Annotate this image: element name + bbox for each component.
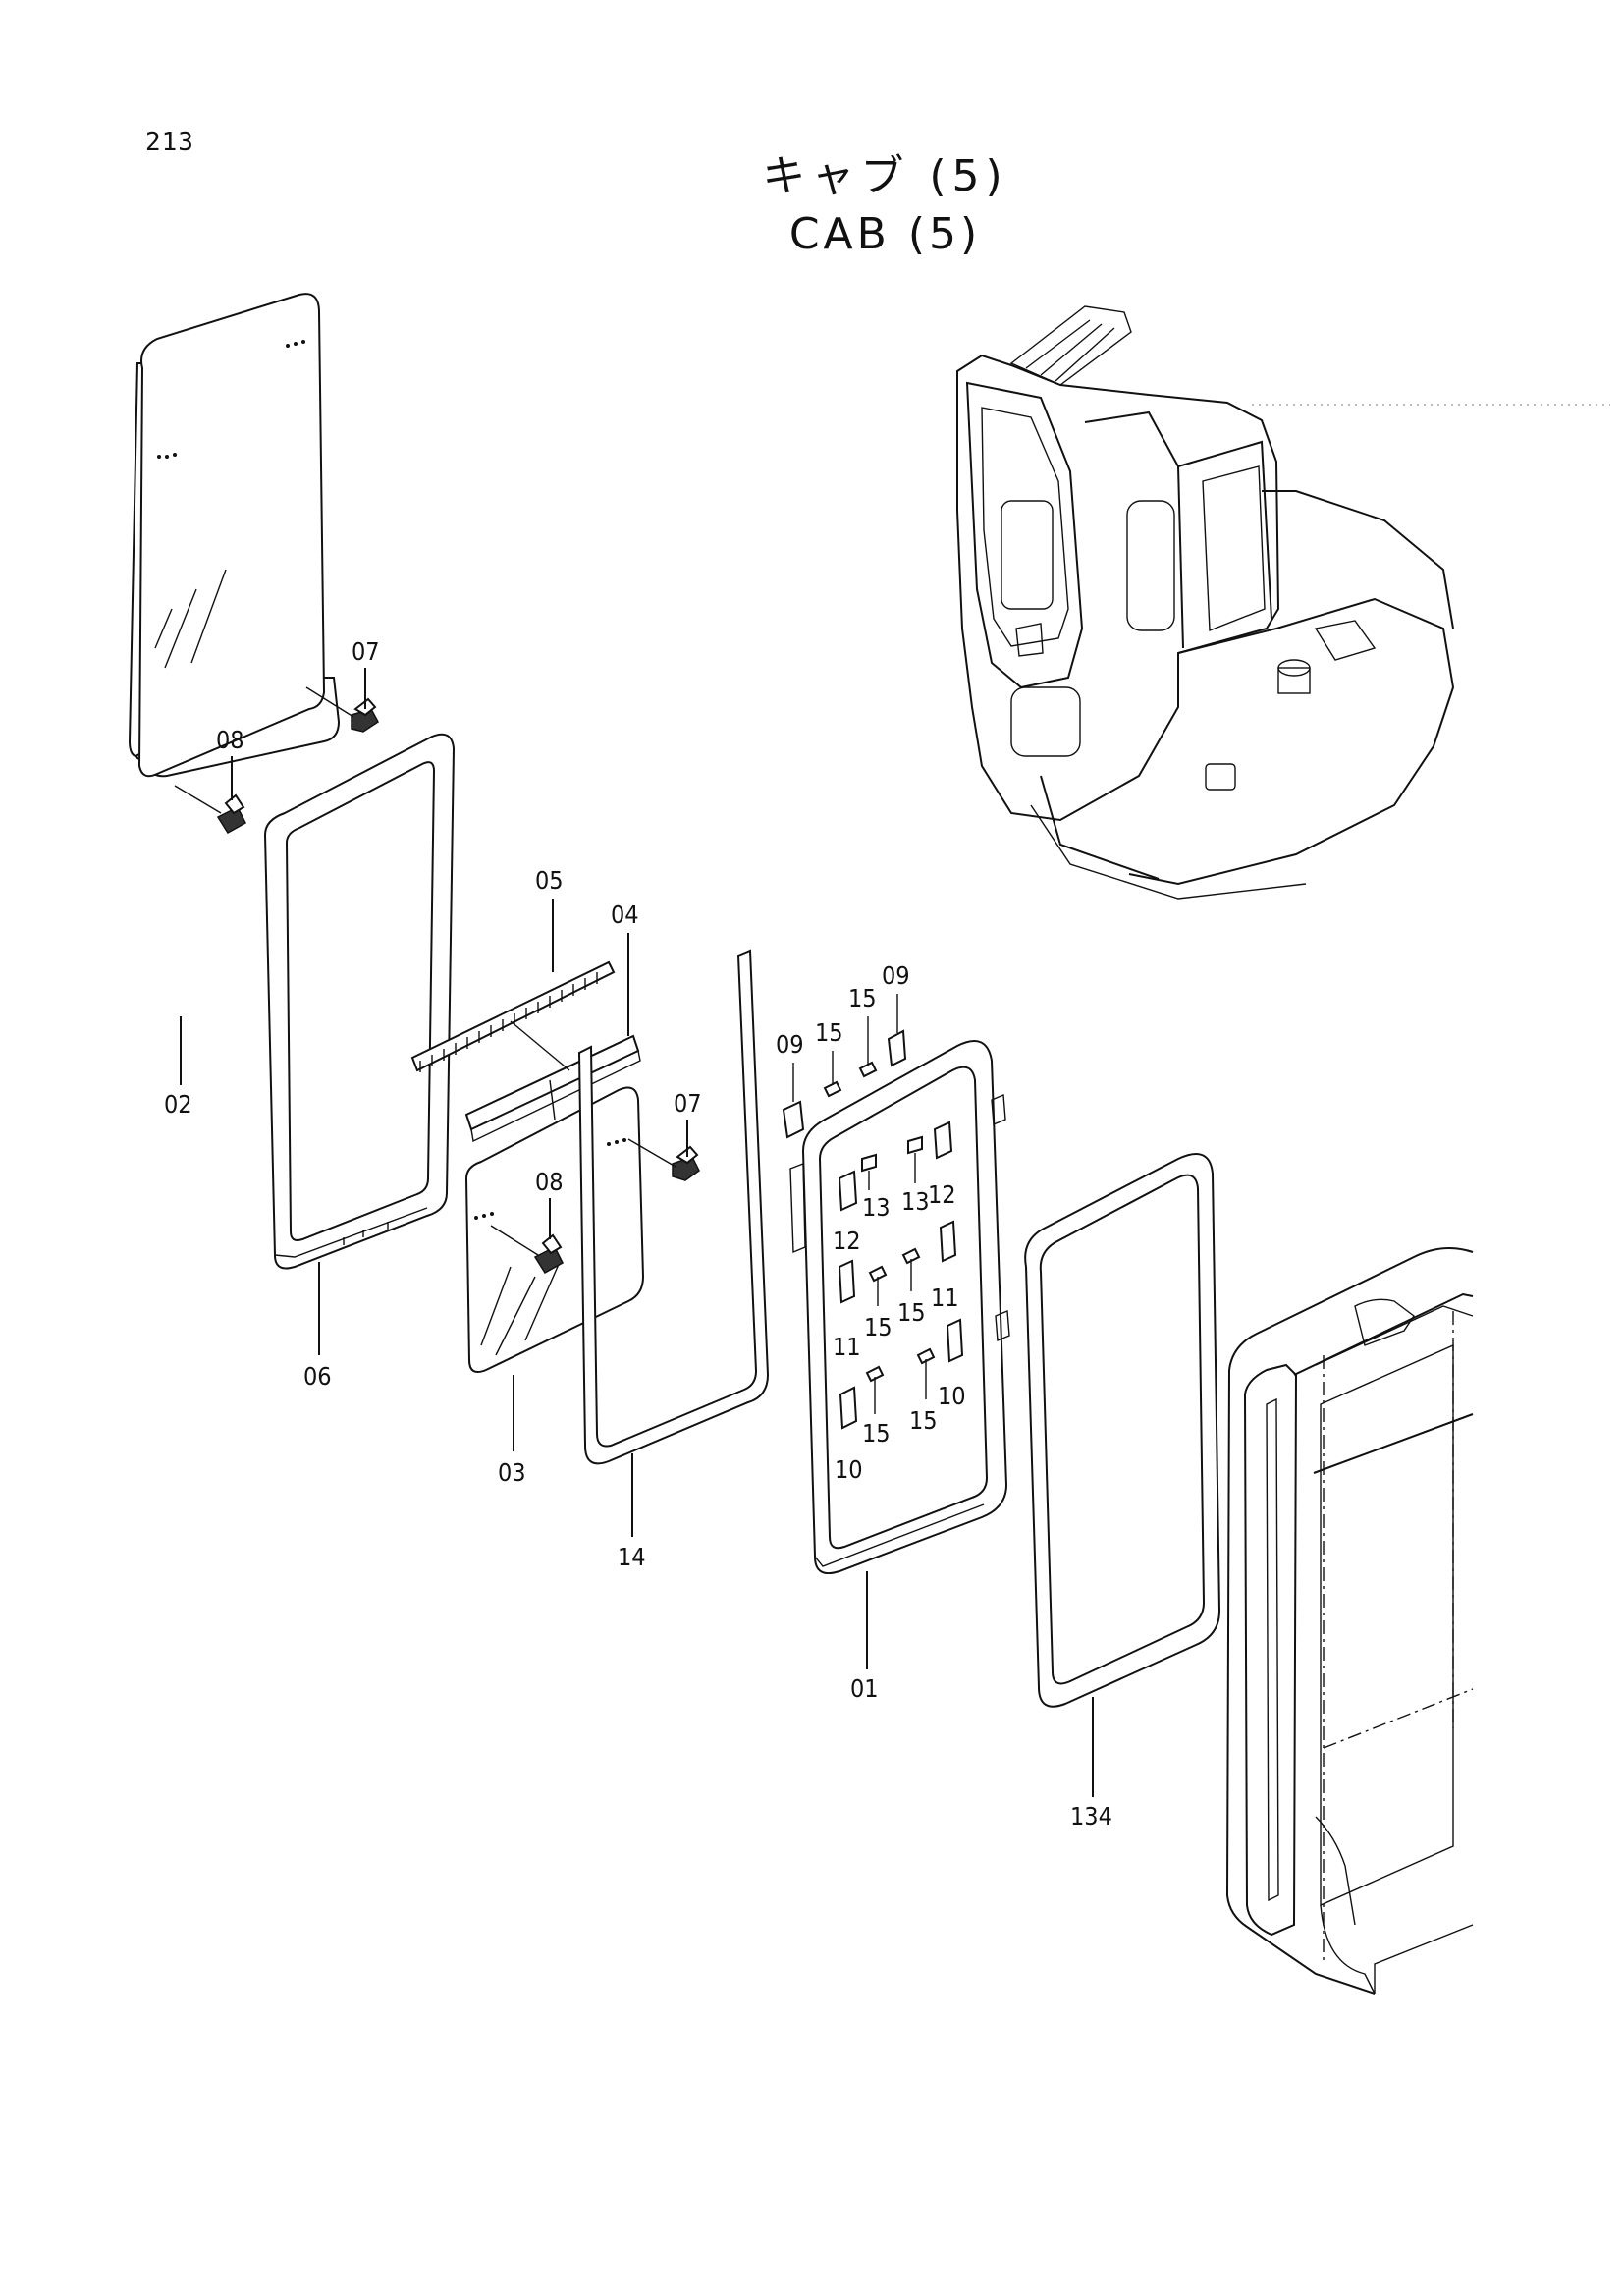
callout-04: 04 xyxy=(611,901,639,929)
callout-134: 134 xyxy=(1070,1802,1112,1831)
glass-lower xyxy=(464,1086,645,1451)
callout-05: 05 xyxy=(535,866,564,895)
latch-upper-a xyxy=(305,668,379,733)
callout-07-lower: 07 xyxy=(674,1089,702,1118)
callout-14: 14 xyxy=(618,1543,646,1571)
callout-07-upper: 07 xyxy=(352,637,380,666)
callout-06: 06 xyxy=(303,1362,332,1391)
callout-01: 01 xyxy=(850,1674,879,1703)
window-frame xyxy=(782,994,1010,1669)
callout-10-right: 10 xyxy=(938,1382,966,1410)
callout-13-left: 13 xyxy=(862,1193,891,1222)
callout-11-left: 11 xyxy=(833,1333,861,1361)
callout-15-mid-right: 15 xyxy=(897,1298,926,1327)
callout-03: 03 xyxy=(498,1458,526,1487)
callout-08-lower: 08 xyxy=(535,1168,564,1196)
callout-15-top-right: 15 xyxy=(848,984,877,1012)
callout-15-top-left: 15 xyxy=(815,1018,843,1047)
callout-15-low-right: 15 xyxy=(909,1406,938,1435)
catch-lower-b xyxy=(490,1198,564,1275)
callout-13-right: 13 xyxy=(901,1187,930,1216)
page-number: 213 xyxy=(145,128,194,157)
seal-frame-left xyxy=(263,733,456,1355)
callout-11-right: 11 xyxy=(931,1284,959,1312)
rail-strip xyxy=(464,933,641,1143)
brush-strip xyxy=(410,899,616,1072)
callout-08-upper: 08 xyxy=(216,726,244,754)
latch-upper-b xyxy=(627,1120,700,1181)
title-japanese: キャブ (5) xyxy=(762,151,1008,201)
weatherstrip xyxy=(1024,1153,1221,1797)
title-english: CAB (5) xyxy=(788,209,982,259)
callout-10-left: 10 xyxy=(835,1455,863,1484)
callout-15-mid-left: 15 xyxy=(864,1313,893,1341)
catch-upper-a xyxy=(174,756,246,835)
callout-15-low-left: 15 xyxy=(862,1419,891,1448)
callout-12-left: 12 xyxy=(833,1227,861,1255)
cab-overview-illustration xyxy=(956,305,1610,900)
channel-u xyxy=(577,949,770,1537)
callout-02: 02 xyxy=(164,1090,192,1119)
callout-labels: 02 07 08 06 05 04 07 08 03 14 09 09 15 1… xyxy=(164,637,1112,1831)
callout-12-right: 12 xyxy=(928,1180,956,1209)
glass-front-left xyxy=(128,293,341,778)
callout-09-left: 09 xyxy=(776,1030,804,1059)
cab-body-section xyxy=(1225,1247,1474,1995)
page-title: キャブ (5) CAB (5) xyxy=(0,147,1623,263)
callout-09-right: 09 xyxy=(882,961,910,990)
